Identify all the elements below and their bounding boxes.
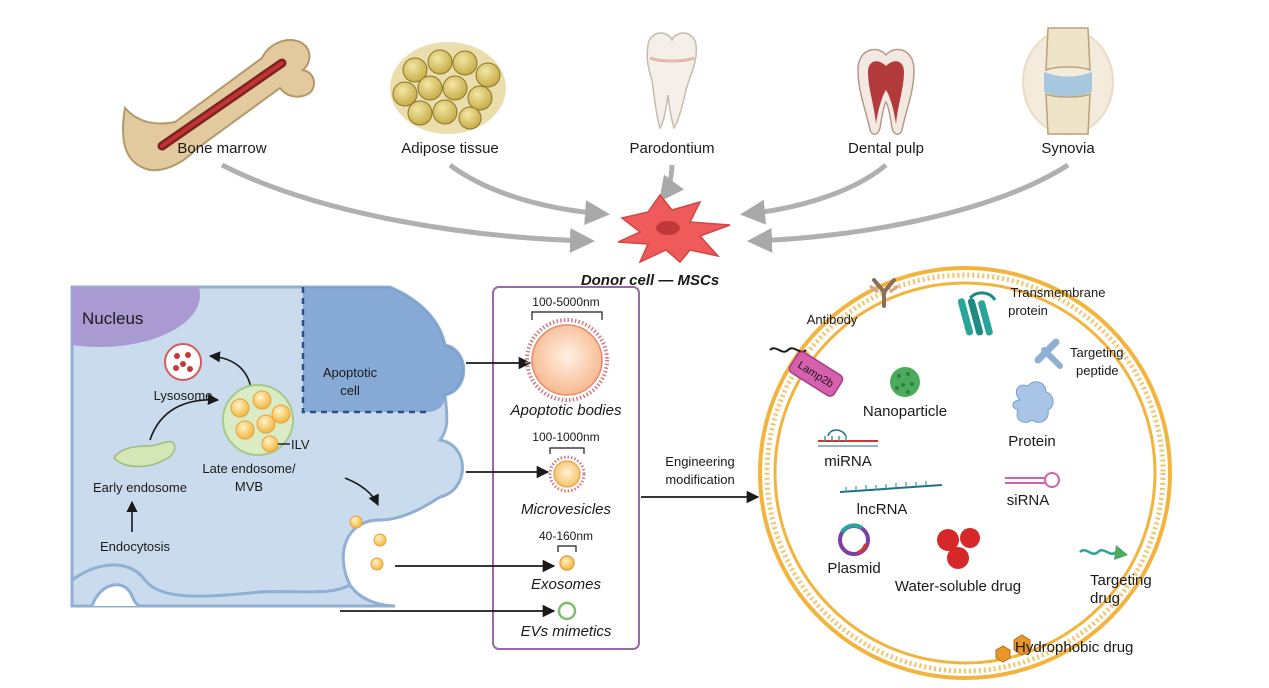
apoptotic-bodies-bracket xyxy=(531,311,603,320)
antibody-icon xyxy=(869,278,899,308)
ev-mimetic-icon xyxy=(557,601,577,621)
arrow-parodontium-to-msc xyxy=(659,164,684,203)
antibody-label: Antibody xyxy=(807,312,858,327)
late-endosome-icon xyxy=(222,384,294,456)
transmembrane-label-2: protein xyxy=(1008,303,1048,318)
late-endosome-label-1: Late endosome/ xyxy=(202,461,296,476)
mirna-label: miRNA xyxy=(824,453,872,470)
targeting-drug-icon xyxy=(1079,545,1128,560)
targeting-drug-label-2: drug xyxy=(1090,590,1120,607)
mirna-icon xyxy=(818,429,878,447)
arrow-bone-to-msc xyxy=(220,162,595,253)
synovial-joint-icon xyxy=(1022,27,1114,135)
targeting-peptide-label-2: peptide xyxy=(1076,363,1119,378)
tooth-icon xyxy=(646,32,698,130)
source-label-parodontium: Parodontium xyxy=(629,140,714,157)
source-arrows xyxy=(220,162,1070,253)
lysosome-icon xyxy=(164,343,202,381)
endocytosis-label: Endocytosis xyxy=(100,539,171,554)
microvesicle-icon xyxy=(548,455,586,493)
lncrna-label: lncRNA xyxy=(857,501,908,518)
nucleus-region xyxy=(72,287,200,347)
endocytosis-pit xyxy=(90,583,141,608)
apoptotic-cell-label-1: Apoptotic xyxy=(323,365,378,380)
apoptotic-bodies-label: Apoptotic bodies xyxy=(510,402,622,419)
early-endosome-label: Early endosome xyxy=(93,480,187,495)
lncrna-icon xyxy=(839,481,943,493)
exosome-icon xyxy=(559,555,575,571)
arrow-pulp-to-msc xyxy=(740,163,888,225)
nanoparticle-label: Nanoparticle xyxy=(863,403,947,420)
donor-cell-label: Donor cell — MSCs xyxy=(581,272,719,289)
microvesicles-label: Microvesicles xyxy=(521,501,612,518)
engineered-ev-membrane xyxy=(758,266,1172,680)
lysosome-label: Lysosome xyxy=(154,388,213,403)
arrow-adipose-to-msc xyxy=(448,162,610,226)
hydrophobic-drug-label: Hydrophobic drug xyxy=(1015,639,1133,656)
plasmid-label: Plasmid xyxy=(827,560,880,577)
exosomes-bracket xyxy=(557,545,577,552)
apoptotic-bodies-size: 100-5000nm xyxy=(532,295,599,309)
transmembrane-protein-icon xyxy=(957,291,997,336)
targeting-peptide-icon xyxy=(1034,338,1063,369)
targeting-peptide-label-1: Targeting xyxy=(1070,345,1123,360)
engineering-label-1: Engineering xyxy=(665,454,734,469)
arrow-early-to-late-endosome xyxy=(149,393,220,441)
apoptotic-body-icon xyxy=(525,318,609,402)
msc-cell-icon xyxy=(617,193,731,264)
transmembrane-label-1: Transmembrane xyxy=(1011,285,1106,300)
sirna-icon xyxy=(1005,472,1060,488)
dental-pulp-icon xyxy=(857,48,915,135)
exosomes-size: 40-160nm xyxy=(539,529,593,543)
hydrophobic-drug-icon xyxy=(995,634,1031,663)
adipose-tissue-icon xyxy=(390,42,506,134)
nanoparticle-icon xyxy=(890,367,920,397)
ilv-label: ILV xyxy=(291,437,310,452)
apoptotic-cell-region xyxy=(301,287,464,414)
engineering-label-2: modification xyxy=(665,472,734,487)
source-label-adipose-tissue: Adipose tissue xyxy=(401,140,499,157)
water-soluble-drug-label: Water-soluble drug xyxy=(895,578,1021,595)
bone-icon xyxy=(121,39,315,172)
plasmid-icon xyxy=(838,523,870,556)
water-soluble-drug-icon xyxy=(937,528,980,569)
source-label-synovia: Synovia xyxy=(1041,140,1095,157)
targeting-drug-label-1: Targeting xyxy=(1090,572,1152,589)
ev-mimetics-label: EVs mimetics xyxy=(521,623,612,640)
apoptotic-cell-label-2: cell xyxy=(340,383,360,398)
exosomes-label: Exosomes xyxy=(531,576,602,593)
source-label-bone-marrow: Bone marrow xyxy=(177,140,266,157)
late-endosome-label-2: MVB xyxy=(235,479,263,494)
early-endosome-icon xyxy=(113,440,176,468)
nucleus-label: Nucleus xyxy=(82,309,143,328)
microvesicles-bracket xyxy=(549,447,585,454)
arrow-mvb-release xyxy=(344,477,379,507)
sirna-label: siRNA xyxy=(1007,492,1050,509)
protein-label: Protein xyxy=(1008,433,1056,450)
arrow-synovia-to-msc xyxy=(747,162,1070,253)
released-exosomes xyxy=(349,515,387,571)
source-label-dental-pulp: Dental pulp xyxy=(848,140,924,157)
protein-icon xyxy=(1012,381,1054,423)
ev-types-box xyxy=(492,286,640,650)
microvesicles-size: 100-1000nm xyxy=(532,430,599,444)
